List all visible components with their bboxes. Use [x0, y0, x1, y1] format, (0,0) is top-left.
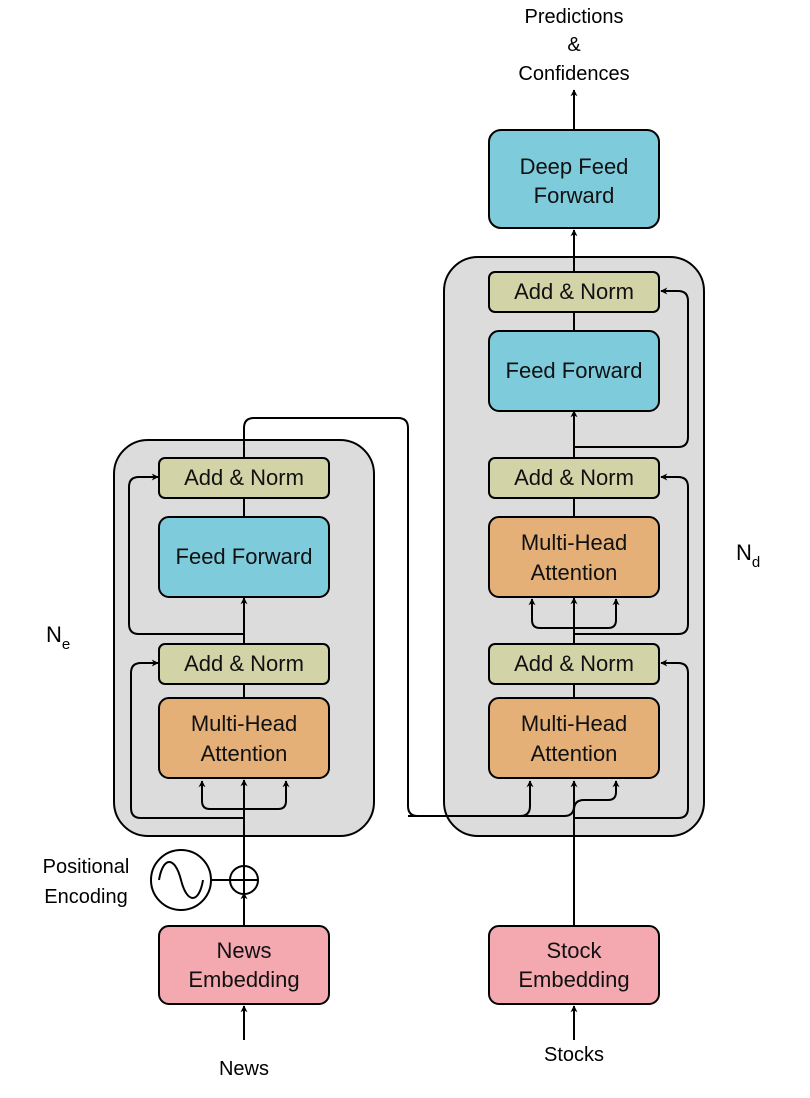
output-label-line1: Predictions — [525, 6, 624, 28]
news-input-label: News — [219, 1058, 269, 1080]
svg-text:Attention: Attention — [531, 560, 618, 585]
encoder-add-norm-bottom: Add & Norm — [158, 643, 330, 685]
svg-text:Attention: Attention — [201, 741, 288, 766]
news-embedding: News Embedding — [158, 925, 330, 1005]
positional-encoding-label-line1: Positional — [43, 856, 130, 878]
decoder-cross-attention: Multi-Head Attention — [488, 516, 660, 598]
decoder-repeat-label: Nd — [736, 540, 760, 571]
svg-text:Feed Forward: Feed Forward — [176, 544, 313, 569]
decoder-feed-forward: Feed Forward — [488, 330, 660, 412]
deep-feed-forward: Deep Feed Forward — [488, 129, 660, 229]
output-label-line2: & — [567, 34, 581, 56]
encoder-feed-forward: Feed Forward — [158, 516, 330, 598]
svg-text:Stock: Stock — [546, 938, 602, 963]
svg-text:Embedding: Embedding — [188, 967, 299, 992]
svg-text:Add & Norm: Add & Norm — [514, 279, 634, 304]
encoder-add-norm-top: Add & Norm — [158, 457, 330, 499]
output-label-line3: Confidences — [518, 63, 629, 85]
svg-text:Embedding: Embedding — [518, 967, 629, 992]
wires — [128, 89, 689, 1040]
svg-text:Deep Feed: Deep Feed — [520, 154, 629, 179]
svg-text:Add & Norm: Add & Norm — [184, 651, 304, 676]
svg-text:Forward: Forward — [534, 183, 615, 208]
svg-text:Multi-Head: Multi-Head — [191, 711, 297, 736]
decoder-self-attention: Multi-Head Attention — [488, 697, 660, 779]
stock-embedding: Stock Embedding — [488, 925, 660, 1005]
decoder-add-norm-top: Add & Norm — [488, 271, 660, 313]
svg-text:Add & Norm: Add & Norm — [184, 465, 304, 490]
positional-encoding-icon — [150, 849, 212, 911]
svg-text:Feed Forward: Feed Forward — [506, 358, 643, 383]
svg-text:Multi-Head: Multi-Head — [521, 530, 627, 555]
svg-text:Multi-Head: Multi-Head — [521, 711, 627, 736]
stocks-input-label: Stocks — [544, 1044, 604, 1066]
decoder-add-norm-middle: Add & Norm — [488, 457, 660, 499]
svg-text:News: News — [216, 938, 271, 963]
encoder-repeat-label: Ne — [46, 622, 70, 653]
svg-text:Add & Norm: Add & Norm — [514, 465, 634, 490]
positional-encoding-label-line2: Encoding — [44, 886, 127, 908]
encoder-multi-head-attention: Multi-Head Attention — [158, 697, 330, 779]
add-circle-icon — [229, 865, 259, 895]
svg-text:Attention: Attention — [531, 741, 618, 766]
decoder-add-norm-bottom: Add & Norm — [488, 643, 660, 685]
svg-text:Add & Norm: Add & Norm — [514, 651, 634, 676]
